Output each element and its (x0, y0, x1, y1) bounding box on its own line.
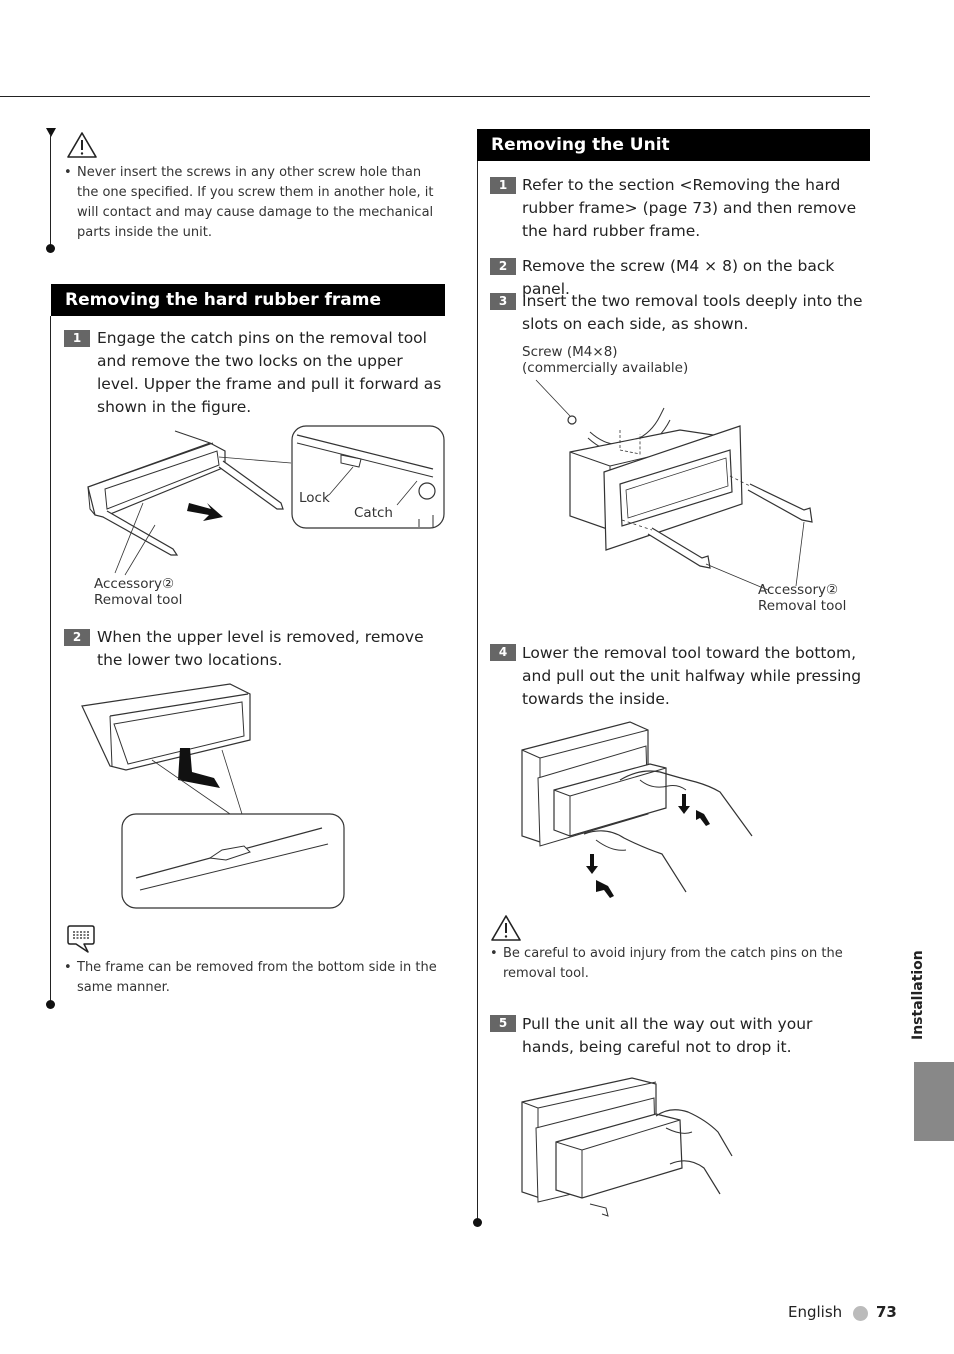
step-badge: 5 (490, 1015, 516, 1032)
page-number: 73 (876, 1303, 897, 1321)
section-rule (50, 316, 51, 1004)
footer-language: English (788, 1303, 843, 1321)
label-lock: Lock (299, 490, 330, 506)
figure-frame-removal-lower (81, 683, 345, 909)
figure-frame-removal-upper (87, 425, 445, 576)
label-catch: Catch (354, 505, 393, 521)
block-end-marker (473, 1218, 482, 1227)
warning-triangle-icon (491, 915, 521, 941)
caution-text: Never insert the screws in any other scr… (77, 165, 434, 240)
bullet-glyph: • (64, 165, 72, 180)
warning-triangle-icon (67, 132, 97, 158)
note-speech-icon (67, 925, 95, 953)
step-badge: 3 (490, 293, 516, 310)
bullet-glyph: • (490, 946, 498, 961)
step-text: Remove the screw (M4 × 8) on the back pa… (522, 257, 835, 298)
step-text: Pull the unit all the way out with your … (522, 1015, 813, 1056)
label-accessory: Accessory② (758, 582, 839, 598)
label-removal-tool: Removal tool (94, 592, 183, 608)
block-end-marker (46, 1000, 55, 1009)
bullet-glyph: • (64, 960, 72, 975)
figure-unit-pulled-out (521, 1077, 733, 1217)
label-removal-tool: Removal tool (758, 598, 847, 614)
step-badge: 1 (64, 330, 90, 347)
section-rule (477, 161, 478, 1221)
label-accessory: Accessory② (94, 576, 175, 592)
side-tab-label: Installation (910, 950, 926, 1040)
step-badge: 2 (490, 258, 516, 275)
step-text: Insert the two removal tools deeply into… (522, 292, 863, 333)
top-rule (0, 96, 870, 97)
section-title-removing-unit: Removing the Unit (477, 129, 870, 161)
figure-tools-insertion (535, 379, 813, 591)
step-badge: 1 (490, 177, 516, 194)
caution-rule (50, 134, 51, 246)
side-tab-block (914, 1062, 954, 1141)
section-title-removing-frame: Removing the hard rubber frame (51, 284, 445, 316)
step-badge: 4 (490, 644, 516, 661)
figure-unit-pulled-halfway (521, 721, 753, 898)
label-screw: Screw (M4×8) (522, 344, 618, 360)
block-end-marker (46, 244, 55, 253)
label-commercially-available: (commercially available) (522, 360, 689, 376)
step-text: Refer to the section <Removing the hard … (522, 176, 857, 240)
step-badge: 2 (64, 629, 90, 646)
step-text: When the upper level is removed, remove … (97, 628, 424, 669)
block-start-marker (46, 128, 56, 137)
step-text: Engage the catch pins on the removal too… (97, 329, 442, 416)
note-text: The frame can be removed from the bottom… (77, 960, 437, 995)
caution-text: Be careful to avoid injury from the catc… (503, 946, 843, 981)
step-text: Lower the removal tool toward the bottom… (522, 644, 862, 708)
footer-dot (853, 1306, 868, 1321)
